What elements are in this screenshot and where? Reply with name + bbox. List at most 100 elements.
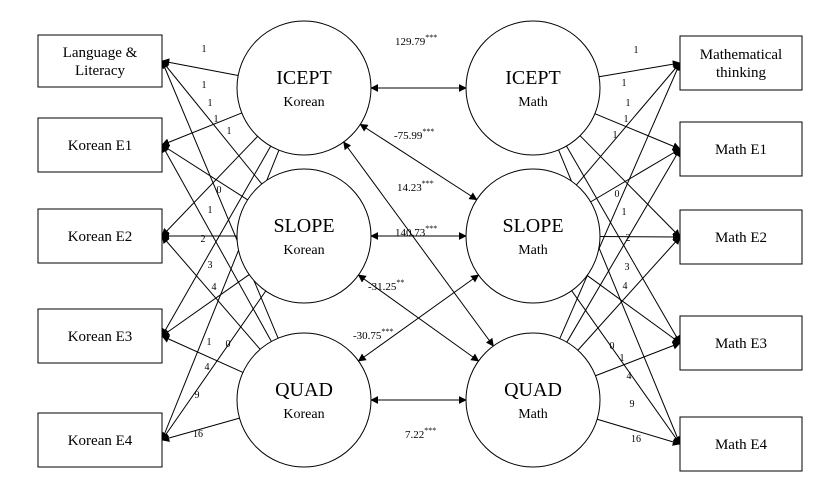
- loading-arrow: [161, 60, 279, 339]
- loading-arrow: [571, 290, 681, 445]
- observed-mt: Mathematical thinking: [679, 35, 803, 91]
- loading-arrow: [161, 274, 250, 337]
- significance-stars: ***: [381, 327, 393, 336]
- loading-label: 1: [634, 45, 639, 56]
- observed-box: [37, 117, 163, 173]
- loading-arrow: [594, 113, 681, 150]
- latent-subtitle: Math: [518, 243, 548, 258]
- loading-arrow: [595, 341, 681, 377]
- latent-title: SLOPE: [273, 215, 334, 237]
- observed-ke1: Korean E1: [37, 117, 163, 173]
- observed-box: [37, 308, 163, 364]
- latent-title: SLOPE: [502, 215, 563, 237]
- loading-label: 4: [212, 282, 217, 293]
- latent-sk: SLOPE Korean: [236, 168, 372, 304]
- observed-label: Mathematical: [700, 47, 782, 63]
- loading-label: 4: [205, 362, 210, 373]
- latent-circle: [236, 168, 372, 304]
- loading-label: 3: [208, 260, 213, 271]
- loading-label: 1: [227, 126, 232, 137]
- latent-im: ICEPT Math: [465, 20, 601, 156]
- covariance-value: -30.75: [353, 330, 382, 342]
- loading-label: 1: [613, 130, 618, 141]
- loading-label: 9: [630, 399, 635, 410]
- loading-arrow: [579, 135, 681, 238]
- latent-circle: [465, 168, 601, 304]
- latent-title: QUAD: [275, 379, 333, 401]
- significance-stars: ***: [424, 426, 436, 435]
- observed-ke4: Korean E4: [37, 412, 163, 468]
- observed-me3: Math E3: [679, 315, 803, 371]
- loading-arrow: [161, 112, 243, 147]
- observed-label: Math E2: [715, 230, 767, 246]
- loading-label: 1: [202, 80, 207, 91]
- observed-box: [37, 412, 163, 468]
- observed-label: Literacy: [75, 63, 125, 79]
- loading-arrow: [576, 62, 681, 186]
- latent-circle: [465, 20, 601, 156]
- covariance-value: -75.99: [394, 130, 423, 142]
- latent-title: ICEPT: [276, 67, 332, 89]
- loading-arrow: [161, 417, 240, 442]
- covariance-label: -75.99***: [394, 127, 434, 142]
- observed-label: Korean E2: [68, 229, 133, 245]
- loading-label: 2: [626, 233, 631, 244]
- covariance-label: 129.79***: [395, 33, 437, 48]
- latent-circle: [465, 332, 601, 468]
- covariance-value: 14.23: [397, 182, 422, 194]
- loading-arrow: [577, 236, 681, 351]
- covariance-value: 7.22: [405, 429, 424, 441]
- observed-label: Math E4: [715, 437, 768, 453]
- latent-subtitle: Korean: [283, 407, 324, 422]
- observed-box: [37, 208, 163, 264]
- loading-label: 1: [624, 114, 629, 125]
- loading-label: 0: [217, 185, 222, 196]
- loading-arrow: [161, 290, 267, 441]
- observed-box: [679, 209, 803, 265]
- loading-arrow: [161, 135, 258, 237]
- loading-label: 9: [195, 390, 200, 401]
- observed-label: Math E3: [715, 336, 767, 352]
- significance-stars: ***: [425, 224, 437, 233]
- loading-label: 16: [631, 434, 641, 445]
- loading-arrow: [161, 60, 263, 185]
- loading-label: 1: [620, 353, 625, 364]
- latent-subtitle: Math: [518, 95, 548, 110]
- covariance-label: 14.23***: [397, 179, 434, 194]
- observed-me4: Math E4: [679, 416, 803, 472]
- observed-label: Korean E1: [68, 138, 133, 154]
- observed-label: thinking: [716, 65, 767, 81]
- loading-label: 1: [208, 98, 213, 109]
- loading-label: 16: [193, 429, 203, 440]
- significance-stars: ***: [422, 127, 434, 136]
- loading-arrow: [161, 335, 244, 373]
- latent-subtitle: Math: [518, 407, 548, 422]
- loading-label: 0: [610, 341, 615, 352]
- loading-label: 1: [622, 78, 627, 89]
- covariance-arrow: [357, 274, 480, 362]
- loading-label: 1: [202, 44, 207, 55]
- covariance-value: 140.73: [395, 227, 426, 239]
- loading-label: 1: [214, 114, 219, 125]
- latent-title: ICEPT: [505, 67, 561, 89]
- loading-label: 4: [623, 281, 628, 292]
- latent-circle: [236, 332, 372, 468]
- significance-stars: **: [396, 278, 404, 287]
- loading-label: 1: [207, 337, 212, 348]
- loading-label: 3: [625, 262, 630, 273]
- observed-lang: Language & Literacy: [37, 34, 163, 88]
- loading-arrow: [566, 145, 681, 344]
- latent-qk: QUAD Korean: [236, 332, 372, 468]
- loading-label: 0: [615, 189, 620, 200]
- observed-label: Language &: [63, 45, 138, 61]
- loading-arrow: [161, 144, 272, 342]
- latent-subtitle: Korean: [283, 243, 324, 258]
- loading-arrow: [590, 148, 681, 203]
- observed-ke2: Korean E2: [37, 208, 163, 264]
- covariance-label: -30.75***: [353, 327, 393, 342]
- observed-label: Korean E3: [68, 329, 133, 345]
- loading-arrow: [161, 144, 248, 201]
